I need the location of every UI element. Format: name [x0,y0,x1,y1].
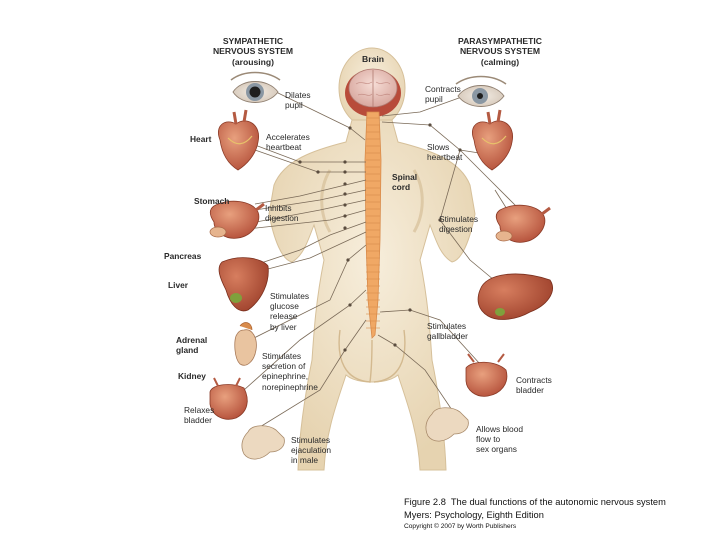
stimulates-gallbladder-label: Stimulates gallbladder [427,321,468,342]
bladder-right [465,353,508,397]
brain-label: Brain [362,54,384,64]
eye-right [455,75,507,107]
male-organs-left [241,425,285,460]
bladder-left [209,377,248,420]
liver-right [477,273,553,320]
spinal-cord-graphic [364,111,382,339]
buttocks [338,329,406,383]
heart-left [218,109,260,171]
sympathetic-header: SYMPATHETIC NERVOUS SYSTEM (arousing) [212,36,294,67]
shading-left [320,169,332,233]
stimulates-secretion-label: Stimulates secretion of epinephrine, nor… [262,351,318,392]
heart-label: Heart [190,134,212,144]
stimulates-ejaculation-label: Stimulates ejaculation in male [291,435,332,466]
shading-right [412,169,424,233]
parasympathetic-header: PARASYMPATHETIC NERVOUS SYSTEM (calming) [457,36,543,67]
relaxes-bladder-label: Relaxes bladder [184,405,215,426]
spinal-cord-label: Spinal cord [392,172,418,193]
stomach-left [209,200,265,239]
inhibits-digestion-label: Inhibits digestion [265,203,299,224]
adrenal-kidney-left [234,322,257,366]
eye-left [230,71,281,103]
allows-blood-flow-label: Allows blood flow to sex organs [476,424,524,455]
spinal-vertebrae [366,117,380,329]
accelerates-heartbeat-label: Accelerates heartbeat [266,132,310,153]
brain-graphic [345,68,401,117]
dilates-pupil-label: Dilates pupil [285,90,311,111]
pancreas-label: Pancreas [164,251,202,261]
stomach-right [495,204,551,243]
male-organs-right [425,407,469,442]
stomach-label: Stomach [194,196,230,206]
heart-right [472,109,514,171]
liver-left [218,257,269,312]
slows-heartbeat-label: Slows heartbeat [427,142,463,163]
contracts-pupil-label: Contracts pupil [425,84,461,105]
stimulates-digestion-label: Stimulates digestion [439,214,479,235]
adrenal-gland-label: Adrenal gland [176,335,208,356]
caption-line-1: Figure 2.8 The dual functions of the aut… [404,497,666,507]
figure-caption: Figure 2.8 The dual functions of the aut… [404,496,666,532]
caption-line-3: Copyright © 2007 by Worth Publishers [404,523,517,530]
nerve-ganglia [298,123,462,352]
caption-line-2: Myers: Psychology, Eighth Edition [404,509,544,520]
stimulates-glucose-label: Stimulates glucose release by liver [270,291,310,332]
liver-label: Liver [168,280,189,290]
kidney-label: Kidney [178,371,206,381]
contracts-bladder-label: Contracts bladder [516,375,552,396]
